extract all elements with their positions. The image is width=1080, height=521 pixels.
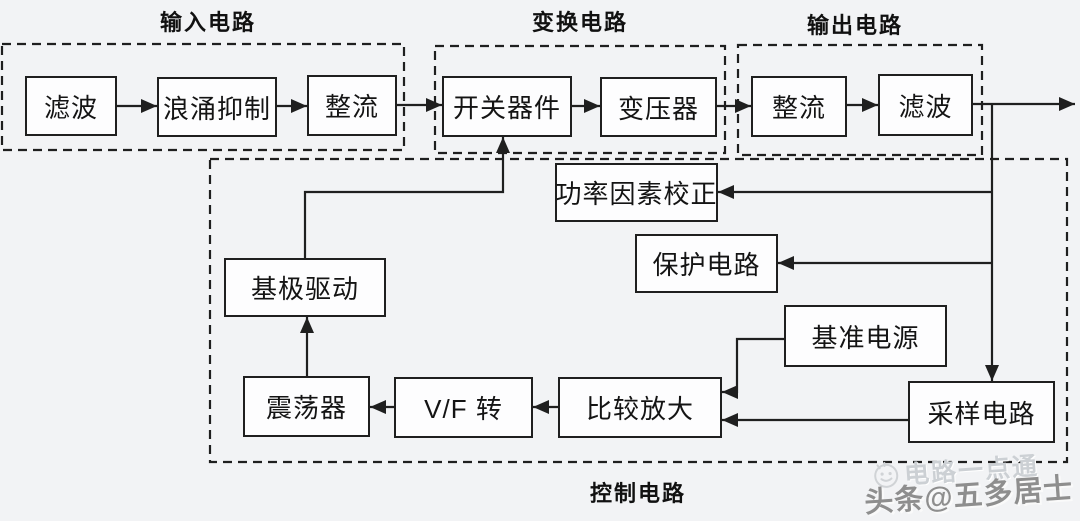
- block-output-filter: 滤波: [878, 74, 973, 136]
- block-vf-converter: V/F 转: [394, 377, 533, 438]
- control-section-frame: [208, 157, 1069, 464]
- input-section-title: 输入电路: [159, 10, 256, 35]
- block-protection: 保护电路: [635, 234, 778, 293]
- block-switch-device: 开关器件: [442, 76, 572, 137]
- output-section-title: 输出电路: [806, 13, 903, 38]
- block-transformer: 变压器: [600, 77, 717, 137]
- arrow-reference-to-comparator: [722, 337, 784, 399]
- block-base-drive: 基极驱动: [224, 258, 386, 317]
- block-surge-suppress: 浪涌抑制: [157, 77, 277, 137]
- block-oscillator: 震荡器: [243, 376, 370, 437]
- block-input-rectifier: 整流: [307, 75, 397, 136]
- smiley-face-icon: [874, 461, 899, 488]
- block-pfc: 功率因素校正: [555, 163, 718, 222]
- block-sampling: 采样电路: [908, 381, 1055, 443]
- watermark-brand: 电路一点通: [871, 446, 1040, 494]
- arrow-basedrive-to-switch: [303, 137, 510, 258]
- block-reference: 基准电源: [784, 305, 947, 367]
- block-output-rectifier: 整流: [751, 76, 847, 137]
- block-input-filter: 滤波: [25, 76, 117, 136]
- control-section-title: 控制电路: [589, 481, 686, 506]
- input-section-frame: [0, 42, 406, 152]
- convert-section-title: 变换电路: [531, 10, 628, 35]
- block-comparator: 比较放大: [558, 377, 722, 438]
